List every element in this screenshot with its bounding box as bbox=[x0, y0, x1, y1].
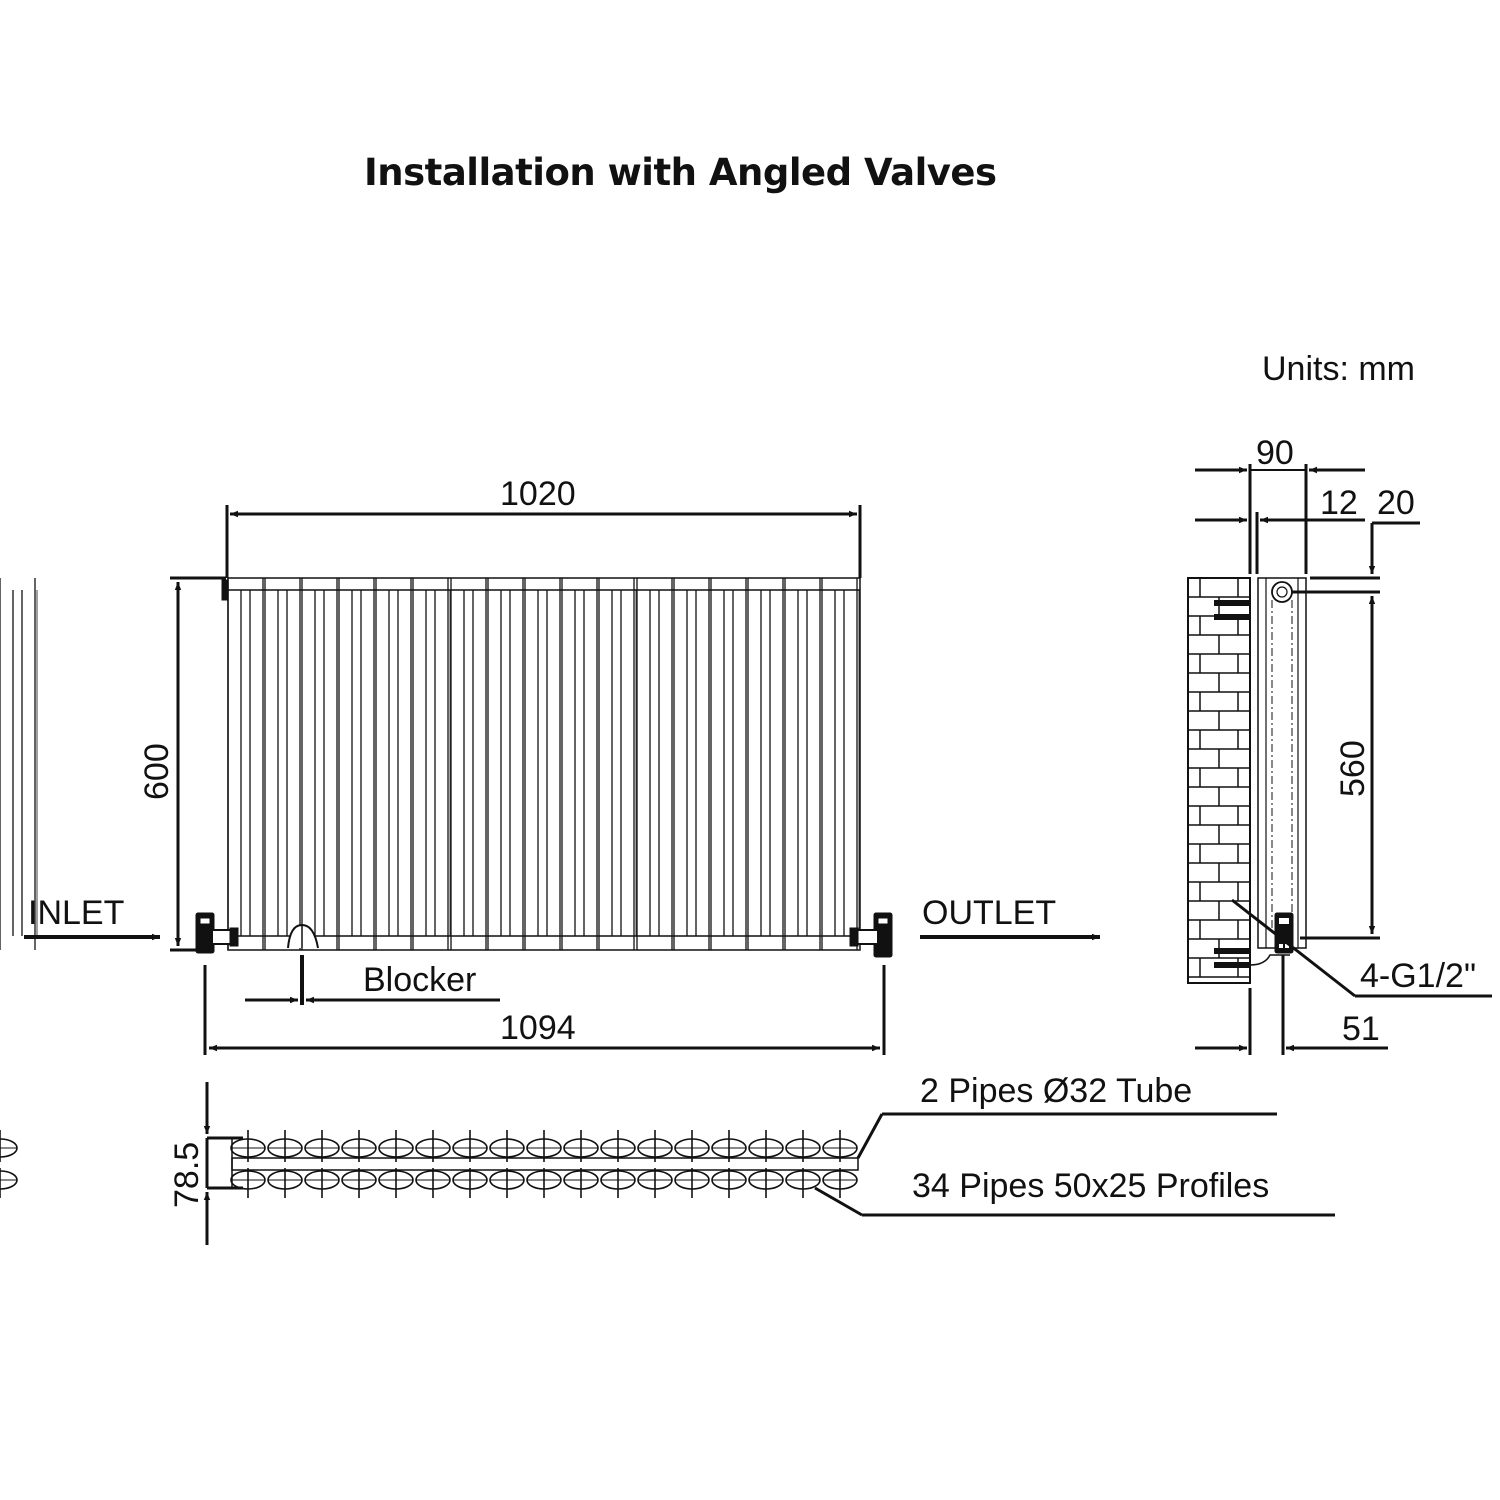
units-label: Units: mm bbox=[1262, 350, 1415, 388]
center-height-dimension-label: 560 bbox=[1334, 740, 1372, 797]
inlet-label: INLET bbox=[28, 894, 125, 932]
blocker-label: Blocker bbox=[363, 961, 477, 999]
top-offset-dimension-label: 20 bbox=[1377, 484, 1415, 522]
profile-note-label: 34 Pipes 50x25 Profiles bbox=[912, 1167, 1270, 1205]
outlet-label: OUTLET bbox=[922, 894, 1057, 932]
top-view bbox=[203, 1082, 859, 1245]
valve-offset-dimension-label: 51 bbox=[1342, 1010, 1380, 1048]
inlet-valve bbox=[195, 912, 239, 954]
front-view bbox=[170, 505, 862, 952]
depth-dimension-label: 90 bbox=[1256, 434, 1294, 472]
total-width-dimension-label: 1094 bbox=[500, 1009, 576, 1047]
outlet-valve bbox=[849, 912, 893, 958]
drawing-title: Installation with Angled Valves bbox=[364, 151, 997, 194]
connection-size-label: 4-G1/2" bbox=[1360, 957, 1477, 995]
top-depth-dimension-label: 78.5 bbox=[168, 1141, 206, 1208]
tube-note-label: 2 Pipes Ø32 Tube bbox=[920, 1072, 1193, 1110]
height-dimension-label: 600 bbox=[138, 743, 176, 800]
width-dimension-label: 1020 bbox=[500, 475, 576, 513]
gap-dimension-label: 12 bbox=[1320, 484, 1358, 522]
profile-pipes bbox=[0, 1129, 858, 1199]
side-view bbox=[1187, 464, 1492, 1055]
radiator-columns bbox=[0, 577, 860, 951]
